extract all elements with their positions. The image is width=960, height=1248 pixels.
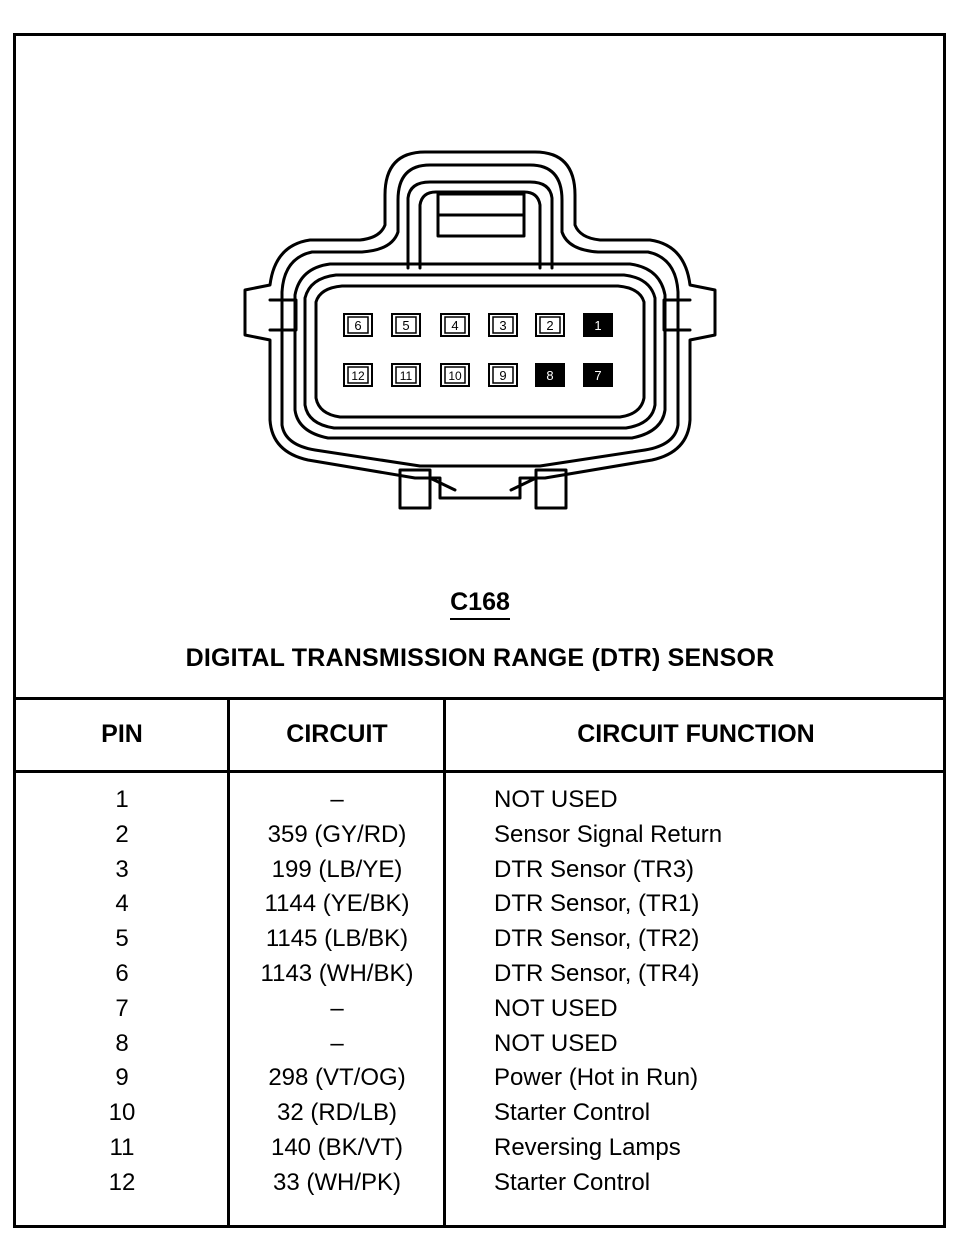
function-cell: NOT USED — [494, 1029, 618, 1057]
connector-inner-shell — [280, 163, 680, 468]
circuit-cell: – — [330, 994, 344, 1022]
pin-label: 5 — [402, 318, 409, 333]
pin-face — [314, 284, 646, 419]
pin-label: 10 — [448, 369, 462, 383]
pin-cell: 2 — [115, 820, 129, 848]
circuit-cell: 1144 (YE/BK) — [264, 890, 410, 918]
pin-cell: 10 — [108, 1099, 136, 1127]
circuit-cell: 359 (GY/RD) — [267, 820, 407, 848]
table-row: 4 1144 (YE/BK) DTR Sensor, (TR1) — [0, 890, 960, 925]
pin-cavity: 1 — [583, 313, 613, 337]
function-cell: NOT USED — [494, 786, 618, 813]
pin-label: 1 — [594, 318, 601, 333]
diagram-frame — [13, 33, 946, 1228]
bottom-key-right — [534, 468, 568, 510]
pin-cell: 11 — [109, 1133, 135, 1161]
table-row: 8 – NOT USED — [0, 1030, 960, 1065]
connector-outer-shell — [243, 150, 717, 500]
circuit-cell: 140 (BK/VT) — [270, 1133, 404, 1161]
pin-label: 9 — [499, 368, 506, 383]
circuit-cell: 32 (RD/LB) — [276, 1099, 398, 1127]
pin-cavity: 6 — [343, 313, 373, 337]
sensor-title: DIGITAL TRANSMISSION RANGE (DTR) SENSOR — [185, 644, 775, 672]
function-cell: NOT USED — [494, 994, 618, 1022]
function-cell: DTR Sensor, (TR4) — [494, 959, 700, 987]
circuit-cell: 298 (VT/OG) — [268, 1064, 406, 1092]
table-row: 11 140 (BK/VT) Reversing Lamps — [0, 1134, 960, 1169]
pin-cavity: 11 — [391, 363, 421, 387]
pin-label: 6 — [354, 318, 361, 333]
table-top-rule — [13, 697, 946, 700]
pin-cavity: 9 — [488, 363, 518, 387]
function-cell: Starter Control — [494, 1168, 651, 1196]
pin-cell: 3 — [115, 855, 129, 883]
bottom-key-left — [398, 468, 432, 510]
header-circuit-function: CIRCUIT FUNCTION — [577, 720, 815, 748]
header-circuit: CIRCUIT — [286, 720, 388, 748]
function-cell: Starter Control — [494, 1099, 651, 1127]
pin-label: 8 — [546, 368, 553, 383]
pin-cell: 7 — [115, 994, 129, 1022]
function-cell: DTR Sensor (TR3) — [494, 855, 695, 883]
latch-frame — [406, 180, 554, 270]
function-cell: DTR Sensor, (TR1) — [494, 890, 700, 918]
column-divider-circuit — [443, 697, 446, 1228]
pin-grid: 6 5 4 3 2 1 12 11 10 9 8 7 — [343, 313, 613, 387]
pin-cavity: 2 — [535, 313, 565, 337]
table-row: 10 32 (RD/LB) Starter Control — [0, 1099, 960, 1134]
pin-cell: 12 — [108, 1168, 136, 1196]
pin-label: 7 — [594, 368, 601, 383]
table-row: 12 33 (WH/PK) Starter Control — [0, 1169, 960, 1204]
pin-label: 11 — [400, 369, 413, 383]
pin-label: 2 — [546, 318, 553, 333]
function-cell: Power (Hot in Run) — [494, 1064, 699, 1092]
pin-cavity: 4 — [440, 313, 470, 337]
pin-cavity: 5 — [391, 313, 421, 337]
table-row: 1 – NOT USED — [0, 786, 960, 821]
table-row: 6 1143 (WH/BK) DTR Sensor, (TR4) — [0, 960, 960, 995]
pin-cell: 4 — [115, 890, 129, 918]
pin-cell: 8 — [115, 1029, 129, 1057]
circuit-cell: 1143 (WH/BK) — [260, 959, 414, 987]
pin-cavity: 7 — [583, 363, 613, 387]
circuit-cell: 1145 (LB/BK) — [265, 925, 409, 953]
table-row: 3 199 (LB/YE) DTR Sensor (TR3) — [0, 856, 960, 891]
pin-cell: 5 — [115, 925, 129, 953]
pin-cavity: 8 — [535, 363, 565, 387]
function-cell: Reversing Lamps — [494, 1133, 681, 1161]
function-cell: Sensor Signal Return — [494, 820, 723, 848]
pin-cavity: 3 — [488, 313, 518, 337]
pin-label: 12 — [351, 369, 365, 383]
function-cell: DTR Sensor, (TR2) — [494, 925, 700, 953]
pin-cell: 6 — [115, 959, 129, 987]
table-row: 2 359 (GY/RD) Sensor Signal Return — [0, 821, 960, 856]
pin-label: 3 — [499, 318, 506, 333]
table-row: 7 – NOT USED — [0, 995, 960, 1030]
pin-cavity: 10 — [440, 363, 470, 387]
column-divider-pin — [227, 697, 230, 1228]
circuit-cell: 199 (LB/YE) — [271, 855, 403, 883]
pin-label: 4 — [451, 318, 458, 333]
connector-drawing: 6 5 4 3 2 1 12 11 10 9 8 7 — [243, 150, 717, 510]
table-header-rule — [13, 770, 946, 773]
circuit-cell: – — [330, 1029, 344, 1057]
circuit-cell: – — [330, 786, 344, 813]
circuit-cell: 33 (WH/PK) — [272, 1168, 401, 1196]
pin-cavity: 12 — [343, 363, 373, 387]
table-row: 5 1145 (LB/BK) DTR Sensor, (TR2) — [0, 925, 960, 960]
table-row: 9 298 (VT/OG) Power (Hot in Run) — [0, 1064, 960, 1099]
connector-id: C168 — [0, 588, 960, 620]
pin-cell: 9 — [115, 1064, 129, 1092]
pin-table-body: 1 – NOT USED 2 359 (GY/RD) Sensor Signal Retu… — [0, 786, 960, 1204]
pin-cell: 1 — [115, 786, 129, 813]
header-pin: PIN — [101, 720, 143, 748]
